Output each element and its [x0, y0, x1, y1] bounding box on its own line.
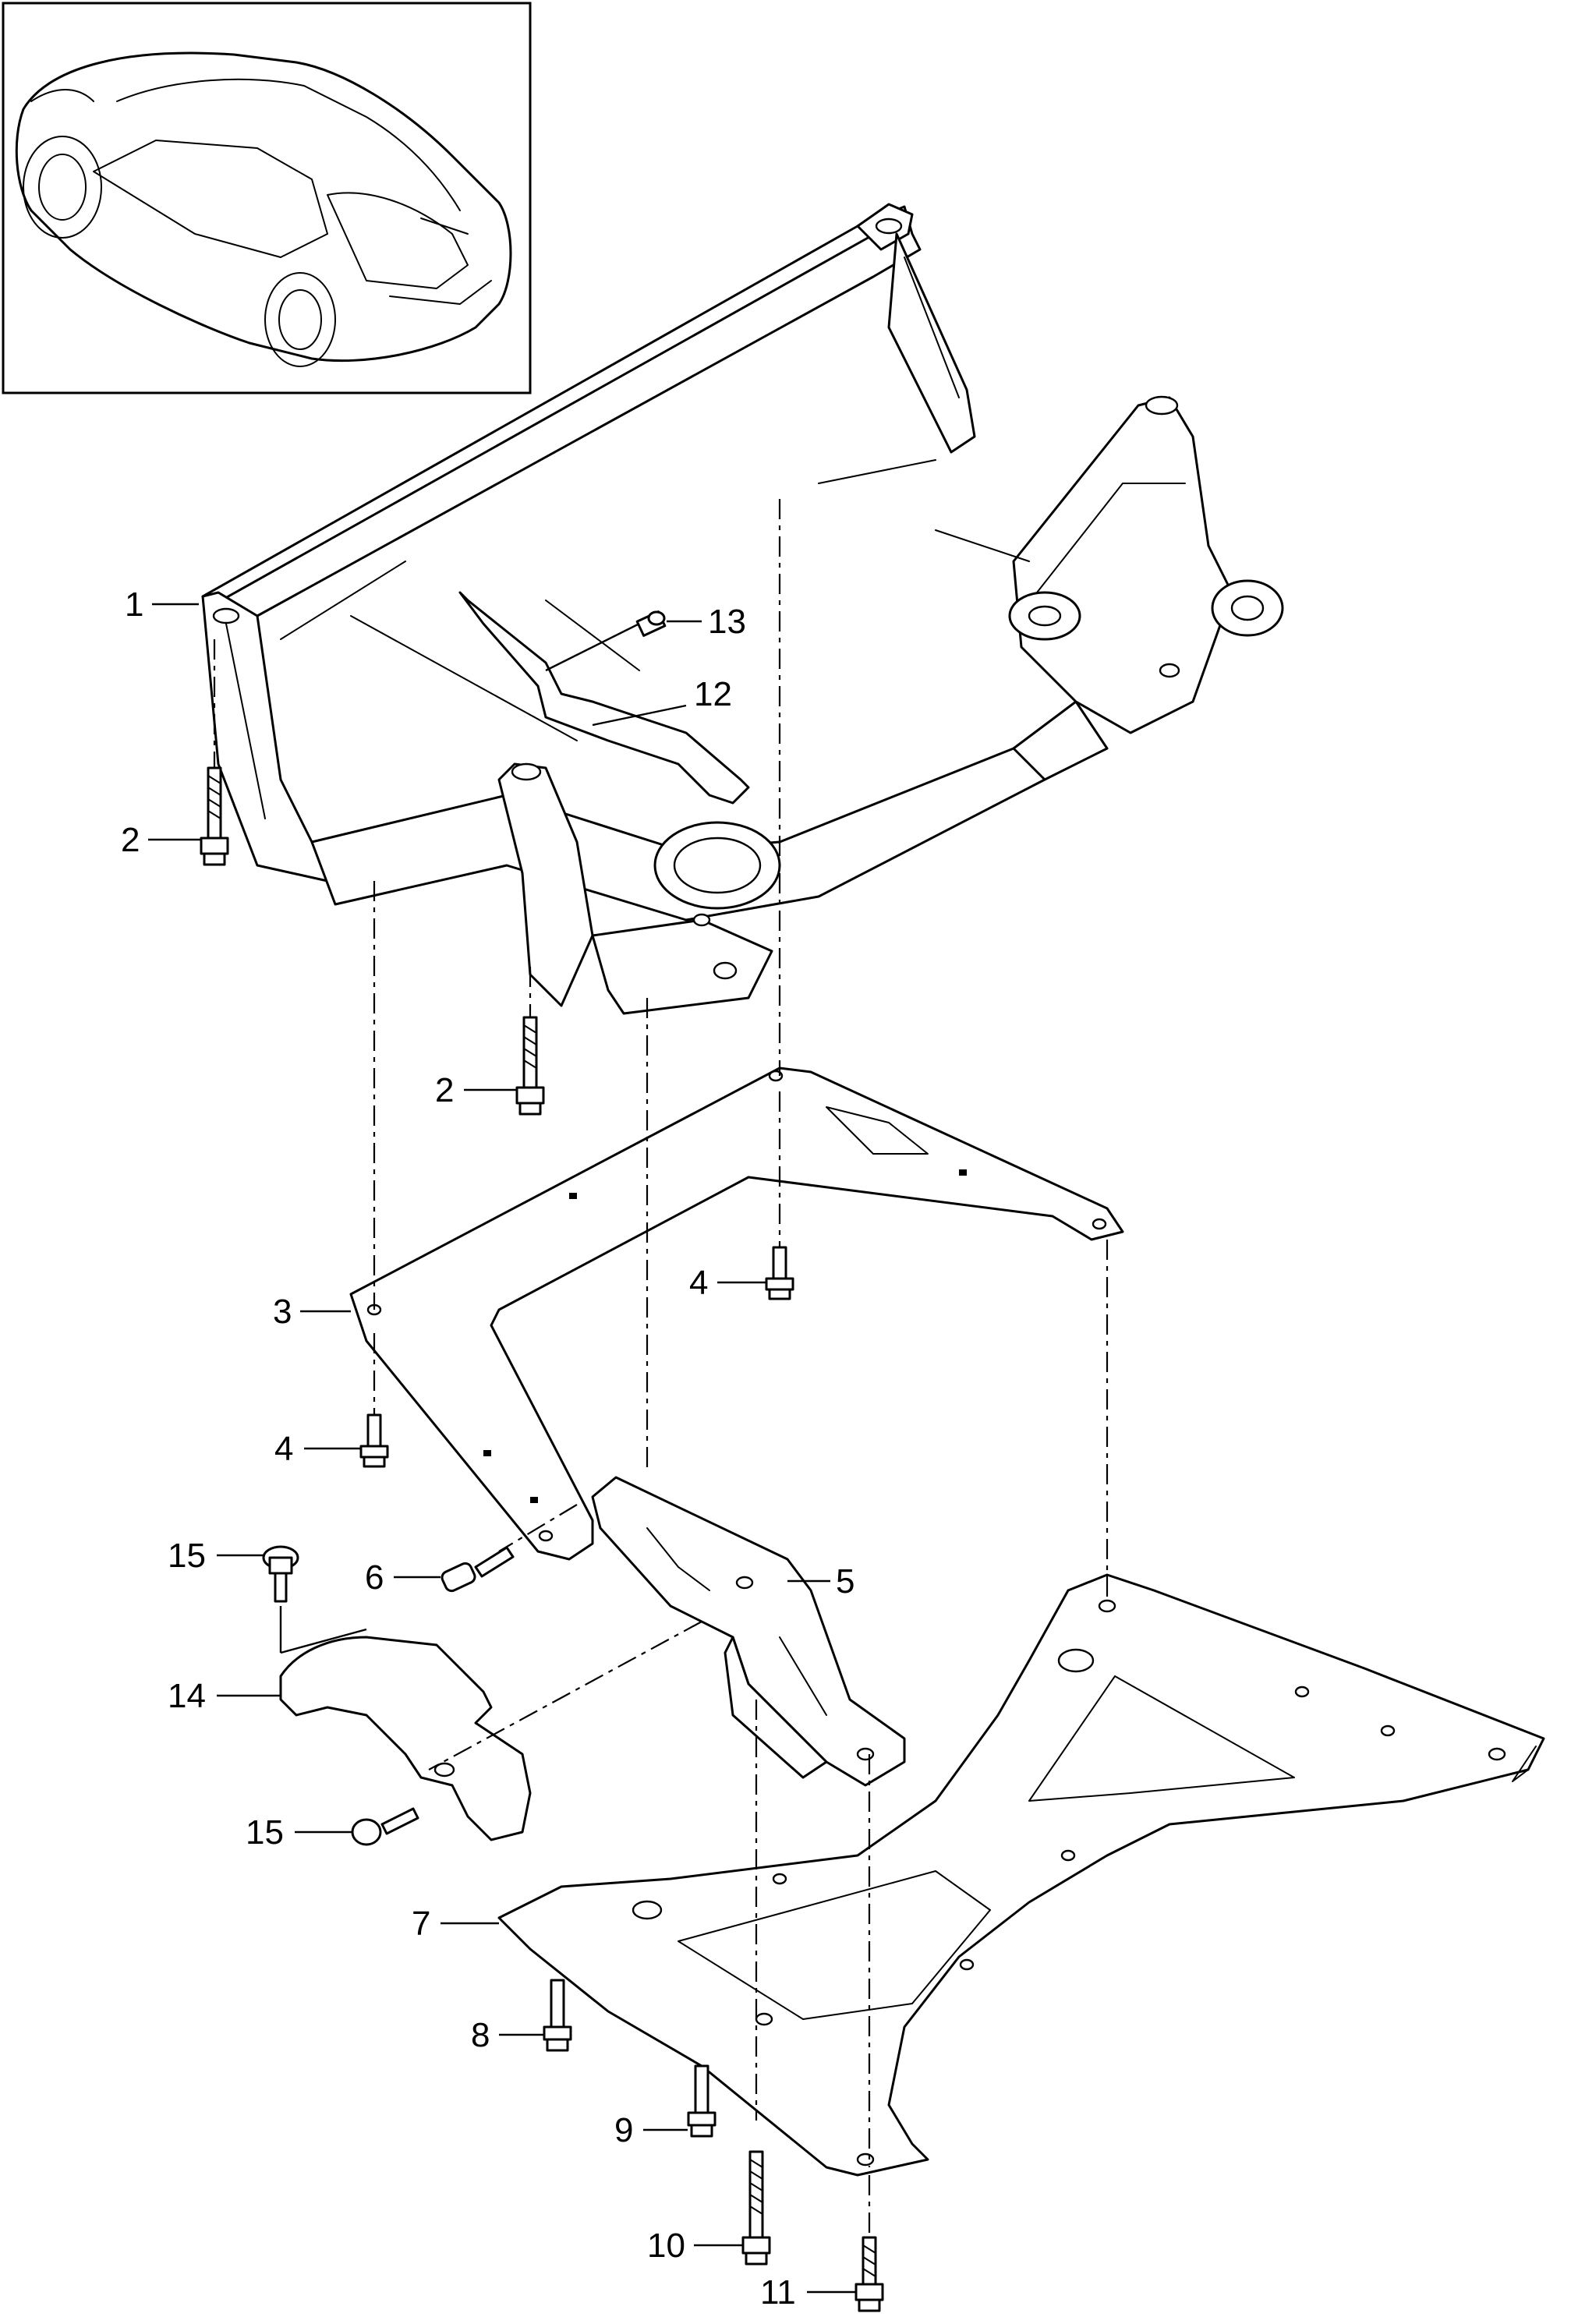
svg-text:4: 4: [274, 1430, 293, 1468]
svg-text:12: 12: [694, 675, 732, 713]
bolt-6: [441, 1546, 515, 1593]
callout-3: 3: [273, 1293, 351, 1331]
callout-7: 7: [412, 1905, 499, 1943]
part-12-bracket: [458, 591, 750, 805]
callout-11: 11: [760, 2273, 855, 2312]
part-13-bolt: [635, 610, 667, 637]
bolt-15-lower: [351, 1807, 419, 1846]
bolt-10: [741, 2150, 771, 2266]
part-14-shield: [279, 1636, 532, 1841]
svg-text:13: 13: [708, 603, 746, 641]
callout-2-upper: 2: [121, 821, 200, 859]
callout-4-upper: 4: [689, 1264, 766, 1302]
svg-text:2: 2: [121, 821, 140, 859]
svg-text:7: 7: [412, 1905, 430, 1943]
svg-text:6: 6: [365, 1558, 384, 1597]
bolt-9: [687, 2064, 717, 2138]
callout-2-lower: 2: [435, 1071, 516, 1109]
callout-13: 13: [545, 603, 746, 672]
svg-text:3: 3: [273, 1293, 292, 1331]
svg-text:5: 5: [836, 1562, 854, 1601]
callout-15-upper: 15: [168, 1537, 265, 1575]
svg-text:14: 14: [168, 1677, 206, 1715]
svg-text:10: 10: [647, 2227, 685, 2265]
bolt-11: [854, 2236, 884, 2312]
callout-5: 5: [787, 1562, 854, 1601]
bolt-4-upper: [765, 1246, 794, 1300]
svg-text:11: 11: [760, 2273, 796, 2312]
subframe-cross-member: [201, 203, 1284, 1015]
bolt-2-lower: [515, 1016, 545, 1116]
callout-14: 14: [168, 1677, 281, 1715]
part-3-reinforcement-plate: [349, 1066, 1124, 1561]
svg-text:15: 15: [246, 1813, 284, 1852]
svg-text:2: 2: [435, 1071, 454, 1109]
callout-4-lower: 4: [274, 1430, 360, 1468]
svg-text:8: 8: [471, 2016, 490, 2054]
callout-15-lower: 15: [246, 1813, 352, 1852]
svg-text:9: 9: [614, 2111, 633, 2149]
assembly-dash-lines: [213, 499, 1109, 2237]
callout-12: 12: [592, 675, 732, 727]
part-5-support-bracket: [591, 1476, 906, 1787]
callout-6: 6: [365, 1558, 441, 1597]
callout-10: 10: [647, 2227, 742, 2265]
callout-8: 8: [471, 2016, 543, 2054]
vehicle-thumbnail: [2, 2, 532, 394]
callout-1: 1: [125, 585, 199, 624]
part-7-underbody-panel: [497, 1573, 1545, 2177]
svg-text:15: 15: [168, 1537, 206, 1575]
svg-text:1: 1: [125, 585, 143, 624]
bolt-8: [543, 1979, 572, 2052]
svg-text:4: 4: [689, 1264, 708, 1302]
bolt-2-upper: [200, 766, 229, 866]
bolt-15-upper: [262, 1545, 299, 1603]
callout-9: 9: [614, 2111, 688, 2149]
bolt-4-lower: [359, 1413, 389, 1468]
